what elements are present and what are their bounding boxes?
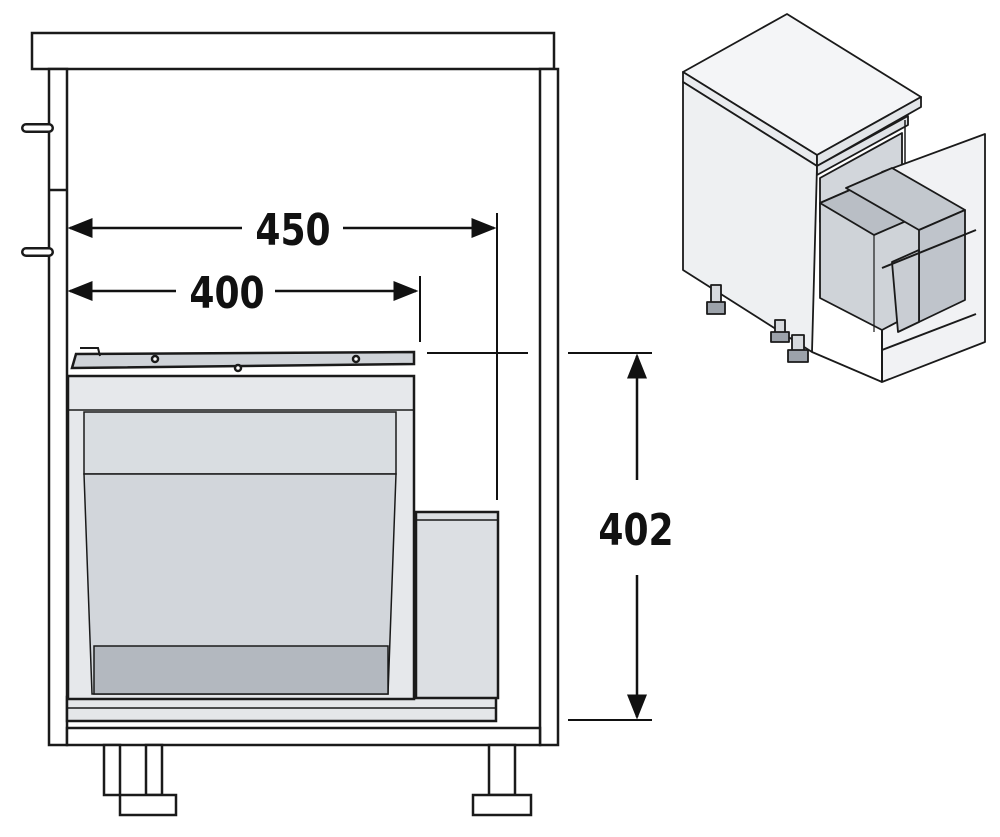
- pullout-base-tray: [65, 695, 498, 723]
- isometric-view: [682, 13, 986, 383]
- iso-leg: [787, 334, 809, 363]
- waste-bin-pullout: [65, 347, 500, 723]
- bottom-panel: [65, 726, 542, 747]
- dimension-400-label: 400: [189, 269, 264, 319]
- countertop: [30, 31, 556, 71]
- left-leg: [102, 743, 178, 817]
- right-leg: [471, 743, 533, 817]
- right-side-panel: [538, 67, 560, 747]
- iso-leg: [770, 319, 790, 343]
- dimension-450-label: 450: [255, 206, 330, 256]
- iso-leg: [706, 284, 726, 315]
- small-bin: [414, 510, 500, 700]
- front-elevation: [21, 31, 560, 817]
- left-side-panel: [47, 67, 69, 747]
- dimension-lines: [67, 213, 652, 721]
- dimension-402-label: 402: [598, 506, 673, 556]
- bin-lid: [70, 350, 416, 370]
